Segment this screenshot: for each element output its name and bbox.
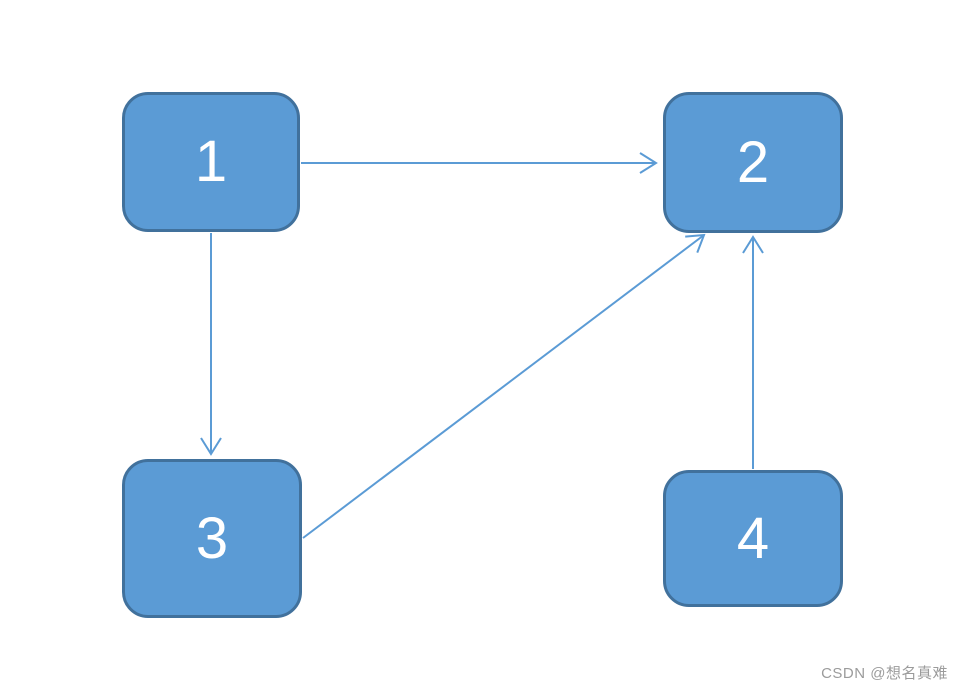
node-2-label: 2 bbox=[736, 129, 770, 195]
node-2: 2 bbox=[663, 92, 843, 233]
node-4: 4 bbox=[663, 470, 843, 607]
node-3-label: 3 bbox=[195, 505, 229, 571]
watermark: CSDN @想名真难 bbox=[821, 665, 948, 682]
node-1: 1 bbox=[122, 92, 300, 232]
node-4-label: 4 bbox=[736, 505, 770, 571]
node-3: 3 bbox=[122, 459, 302, 618]
node-1-label: 1 bbox=[194, 129, 228, 194]
edge-3-to-2 bbox=[302, 233, 706, 539]
